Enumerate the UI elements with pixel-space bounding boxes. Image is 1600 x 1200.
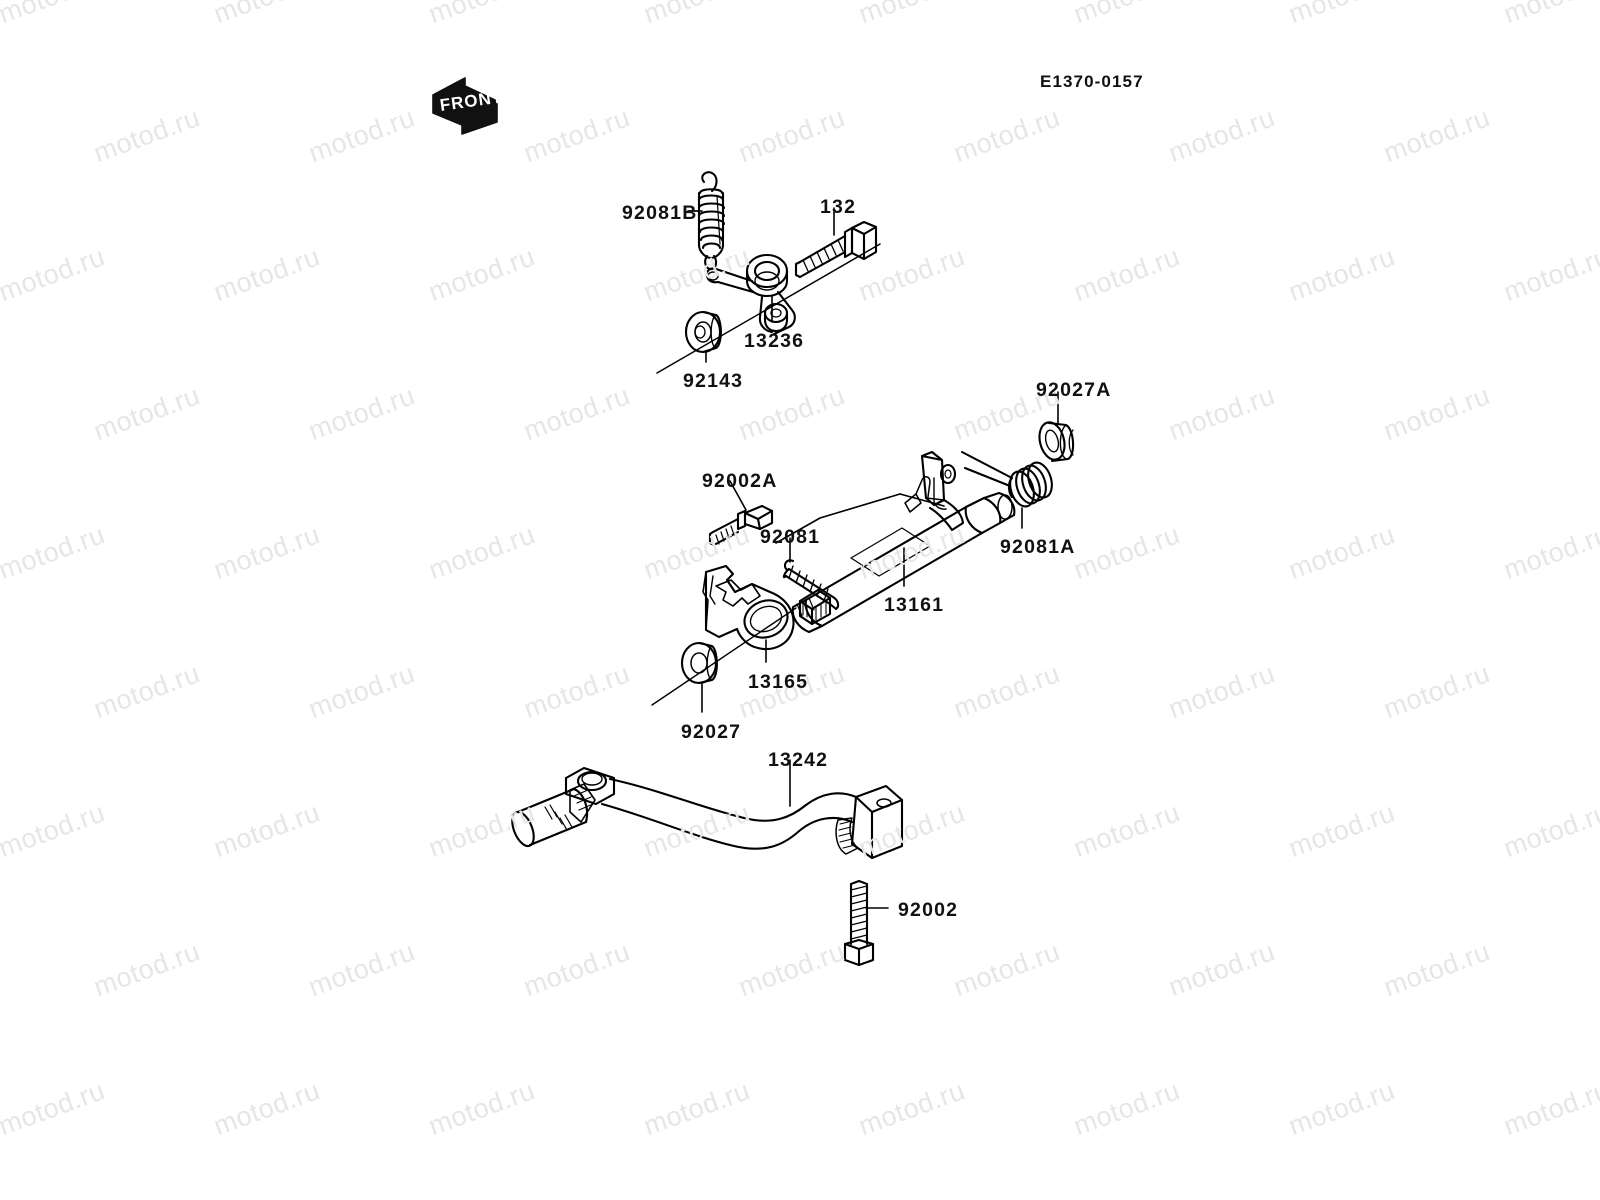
part-92027A-collar bbox=[1038, 421, 1075, 463]
part-label-gear-change-pedal: 13242 bbox=[768, 749, 829, 771]
part-label-collar-right: 92027A bbox=[1036, 379, 1112, 401]
part-92002A-bolt bbox=[708, 504, 774, 547]
assembly-axis-upper bbox=[656, 243, 881, 374]
front-arrow-icon bbox=[432, 77, 498, 135]
part-splined-bushing bbox=[798, 588, 832, 626]
part-13236-shift-arm bbox=[705, 253, 796, 336]
part-13165-lever-plate bbox=[702, 564, 795, 650]
part-92002-bolt bbox=[843, 879, 875, 967]
part-92143-collar bbox=[684, 310, 722, 354]
part-label-spring-return-upper: 92081B bbox=[622, 202, 698, 224]
part-label-collar-lower: 92027 bbox=[681, 721, 742, 743]
part-label-bolt-shift-shaft: 92002A bbox=[702, 470, 778, 492]
part-132-bolt bbox=[794, 220, 878, 279]
leader-lines bbox=[651, 207, 1059, 909]
part-13242-pedal bbox=[511, 766, 904, 860]
part-label-spring-small: 92081 bbox=[760, 526, 821, 548]
front-marker-label: FRONT bbox=[438, 87, 505, 115]
part-label-shift-lever-plate: 13165 bbox=[748, 671, 809, 693]
part-label-gear-change-shaft: 13161 bbox=[884, 594, 945, 616]
part-label-collar-upper: 92143 bbox=[683, 370, 744, 392]
part-92081A-spring bbox=[960, 450, 1053, 508]
part-92081-spring bbox=[782, 559, 840, 611]
part-label-shift-lever-arm: 13236 bbox=[744, 330, 805, 352]
part-label-bolt-upper: 132 bbox=[820, 196, 857, 218]
part-label-spring-shift-shaft: 92081A bbox=[1000, 536, 1076, 558]
diagram-code: E1370-0157 bbox=[1040, 72, 1144, 91]
part-label-bolt-pedal-clamp: 92002 bbox=[898, 899, 959, 921]
